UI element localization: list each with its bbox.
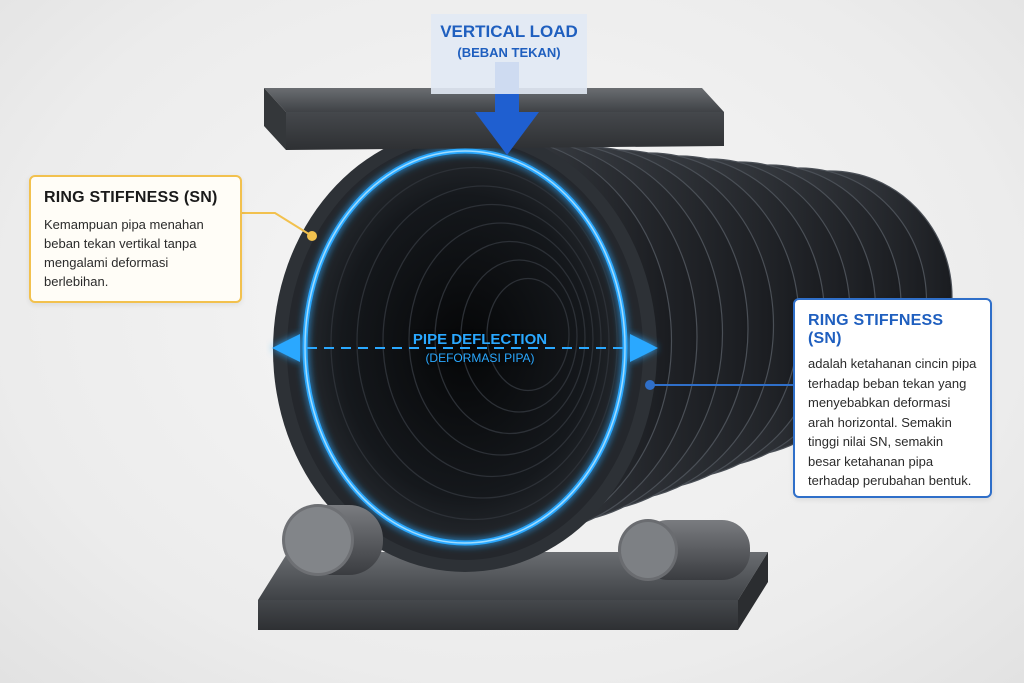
pipe-front: [273, 128, 657, 572]
vertical-load-label: VERTICAL LOAD (BEBAN TEKAN): [431, 14, 587, 94]
support-rod-left: [282, 504, 383, 576]
pipe-inner-rib: [356, 185, 610, 499]
callout-left-title: RING STIFFNESS (SN): [44, 189, 218, 206]
support-rod-right: [618, 519, 750, 581]
callout-connector-left: [242, 212, 317, 241]
vertical-load-title: VERTICAL LOAD: [440, 22, 578, 41]
pipe-inner-rib: [486, 277, 570, 392]
callout-right-body: adalah ketahanan cincin pipa terhadap be…: [808, 356, 977, 488]
callout-right-title: RING STIFFNESS (SN): [808, 312, 944, 347]
deflection-arrow: [272, 334, 658, 362]
pipe-inner-rib: [460, 259, 578, 413]
pipe-deflection-label: PIPE DEFLECTION (DEFORMASI PIPA): [360, 331, 600, 365]
vertical-load-subtitle: (BEBAN TEKAN): [457, 45, 561, 60]
callout-connector-right: [645, 380, 793, 390]
callout-left-body: Kemampuan pipa menahan beban tekan verti…: [44, 217, 204, 289]
pipe-inner-rib: [408, 222, 594, 456]
callout-ring-stiffness-left: RING STIFFNESS (SN) Kemampuan pipa menah…: [29, 175, 242, 303]
pipe-deflection-title: PIPE DEFLECTION: [412, 331, 548, 348]
pipe-inner-rib: [434, 240, 586, 435]
callout-ring-stiffness-right: RING STIFFNESS (SN) adalah ketahanan cin…: [793, 298, 992, 498]
pipe-inner-rib: [330, 166, 618, 521]
pipe-deflection-subtitle: (DEFORMASI PIPA): [425, 351, 535, 365]
pipe-inner-rib: [382, 203, 602, 478]
